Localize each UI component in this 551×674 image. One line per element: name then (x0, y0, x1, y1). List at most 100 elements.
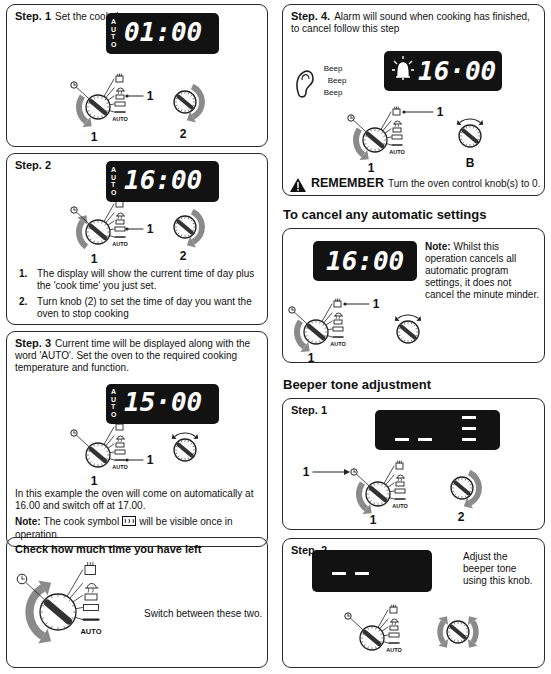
knob-grip (91, 449, 105, 461)
knob (447, 621, 469, 643)
knob-grip (463, 130, 476, 141)
knob-knurl (98, 221, 99, 223)
callout-number: 1 (147, 453, 154, 467)
clock-hand (74, 85, 76, 86)
knob-knurl (188, 92, 190, 94)
function-leader (26, 583, 45, 600)
knob (360, 626, 384, 650)
knob-knurl (364, 143, 366, 145)
auto-mark: AUTO (389, 149, 404, 155)
knob-knurl (175, 230, 177, 232)
function-leader (383, 121, 391, 131)
knob-knurl (98, 444, 99, 446)
rotation-arrow (460, 119, 481, 123)
steam-symbol (392, 622, 396, 625)
knob-grip (371, 488, 385, 500)
segment-bar (462, 427, 476, 430)
hand-symbol (339, 299, 340, 301)
tray-symbol (392, 135, 402, 139)
knob-knurl (93, 241, 95, 243)
leader-line (345, 304, 369, 305)
function-leader (354, 120, 367, 132)
function-leader (386, 144, 391, 145)
clock-symbol (17, 574, 27, 584)
hand-symbol (119, 74, 120, 76)
light-symbol (396, 475, 405, 478)
knob-knurl (408, 322, 409, 324)
function-leader (73, 596, 83, 602)
function-leader (383, 642, 388, 643)
callout-number: 1 (147, 222, 154, 236)
clock-hand (22, 579, 24, 580)
segment-bar (462, 416, 476, 419)
hand-symbol (90, 563, 91, 566)
hand-symbol (334, 301, 341, 307)
knob-knurl (188, 440, 190, 442)
ear-icon (302, 75, 309, 80)
knob-knurl (457, 478, 459, 480)
knob-knurl (460, 139, 462, 141)
knob-knurl (105, 99, 106, 100)
warning-mark (297, 189, 299, 191)
knob-knurl (468, 481, 469, 482)
rotation-arrow (473, 622, 476, 643)
knob-knurl (417, 332, 419, 333)
light-symbol (334, 313, 343, 316)
callout-number: 1 (91, 130, 98, 144)
arrow-head (438, 616, 448, 625)
knob-knurl (453, 622, 455, 624)
knob-knurl (72, 617, 74, 619)
text-block: 16·00 (418, 56, 496, 86)
auto-bar-symbol (115, 459, 125, 461)
knob-knurl (452, 488, 454, 489)
rotation-arrow (356, 129, 363, 155)
segment-bar (355, 572, 369, 575)
knob-knurl (180, 92, 182, 94)
section-heading: To cancel any automatic settings (283, 207, 486, 222)
segment-display (375, 410, 500, 450)
function-leader (326, 321, 332, 325)
cook-symbol (393, 128, 401, 132)
text-block: 16:00 (326, 246, 404, 276)
knob-knurl (105, 447, 106, 448)
knob-knurl (448, 632, 450, 633)
text-block: AUTO (111, 18, 118, 48)
knob-knurl (188, 458, 190, 460)
knob-knurl (379, 630, 380, 631)
auto-bar-symbol (84, 618, 99, 620)
clock-symbol (345, 613, 351, 619)
knob-knurl (107, 458, 109, 460)
knob (174, 216, 196, 238)
tray-symbol (333, 327, 343, 331)
text-block: In this example the oven will come on au… (15, 488, 261, 512)
knob-knurl (90, 114, 91, 115)
display-readout: 16:00 (326, 246, 404, 276)
knob-knurl (457, 496, 459, 498)
knob-knurl (367, 489, 369, 491)
arrow-head (359, 150, 368, 160)
arrow-head (362, 504, 371, 514)
cook-symbol (116, 95, 124, 99)
rotation-arrow (29, 588, 42, 636)
function-leader (324, 313, 332, 323)
knob-knurl (388, 494, 390, 495)
function-leader (108, 96, 114, 100)
knob-knurl (361, 633, 363, 635)
leader-line (404, 112, 433, 113)
knob-knurl (51, 626, 53, 628)
rotation-arrow (79, 96, 86, 122)
instruction-text: The cook symbol (44, 516, 120, 527)
auto-mark: AUTO (112, 464, 127, 470)
function-leader (295, 312, 308, 324)
clock-display: AUTO16:00 (106, 161, 219, 202)
instruction-text: REMEMBER (311, 176, 384, 190)
instruction-text: Note: (15, 516, 41, 527)
hand-symbol (395, 605, 396, 607)
knob-knurl (93, 444, 95, 446)
knob-knurl (387, 497, 389, 499)
clock-symbol (71, 207, 77, 213)
text-block: Check how much time you have left (15, 543, 261, 556)
function-leader (77, 435, 90, 447)
function-leader (106, 88, 114, 98)
step-heading: Step. 4. (291, 10, 330, 22)
